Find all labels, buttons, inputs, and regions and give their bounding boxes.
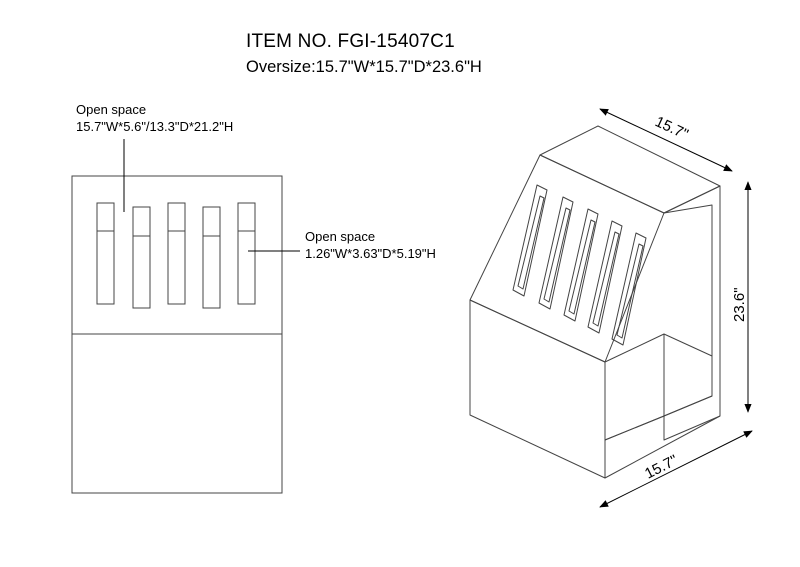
isometric-view xyxy=(469,125,721,479)
oversize-dimensions: Oversize:15.7"W*15.7"D*23.6"H xyxy=(246,58,482,76)
bottom-depth-dimension-label: 15.7" xyxy=(642,452,680,483)
slot-2 xyxy=(132,206,151,309)
slot-1 xyxy=(96,202,115,305)
slot-4 xyxy=(202,206,221,309)
iso-slanted-front-face xyxy=(469,154,665,363)
iso-open-cavity xyxy=(604,333,713,441)
item-number-title: ITEM NO. FGI-15407C1 xyxy=(246,31,455,52)
iso-slots xyxy=(512,184,647,346)
height-dimension-label: 23.6" xyxy=(731,287,748,322)
iso-lower-front-face xyxy=(469,299,606,479)
iso-top-face xyxy=(539,125,721,214)
open-space-callout: Open space 15.7"W*5.6"/13.3"D*21.2"H xyxy=(76,101,233,135)
open-space-label: Open space xyxy=(76,102,147,117)
open-space-dimensions: 15.7"W*5.6"/13.3"D*21.2"H xyxy=(76,119,234,134)
front-slots xyxy=(96,202,256,309)
front-view xyxy=(71,139,300,494)
slot-callout: Open space 1.26"W*3.63"D*5.19"H xyxy=(305,228,436,262)
slot-3 xyxy=(167,202,186,305)
dimension-lines xyxy=(599,108,753,508)
top-width-dimension-line xyxy=(599,108,733,172)
slot-label: Open space xyxy=(305,229,376,244)
top-width-dimension-label: 15.7" xyxy=(652,113,690,143)
slot-5 xyxy=(237,202,256,305)
bottom-depth-dimension-line xyxy=(599,430,753,508)
slot-dimensions: 1.26"W*3.63"D*5.19"H xyxy=(305,246,436,261)
iso-right-face xyxy=(663,185,721,441)
